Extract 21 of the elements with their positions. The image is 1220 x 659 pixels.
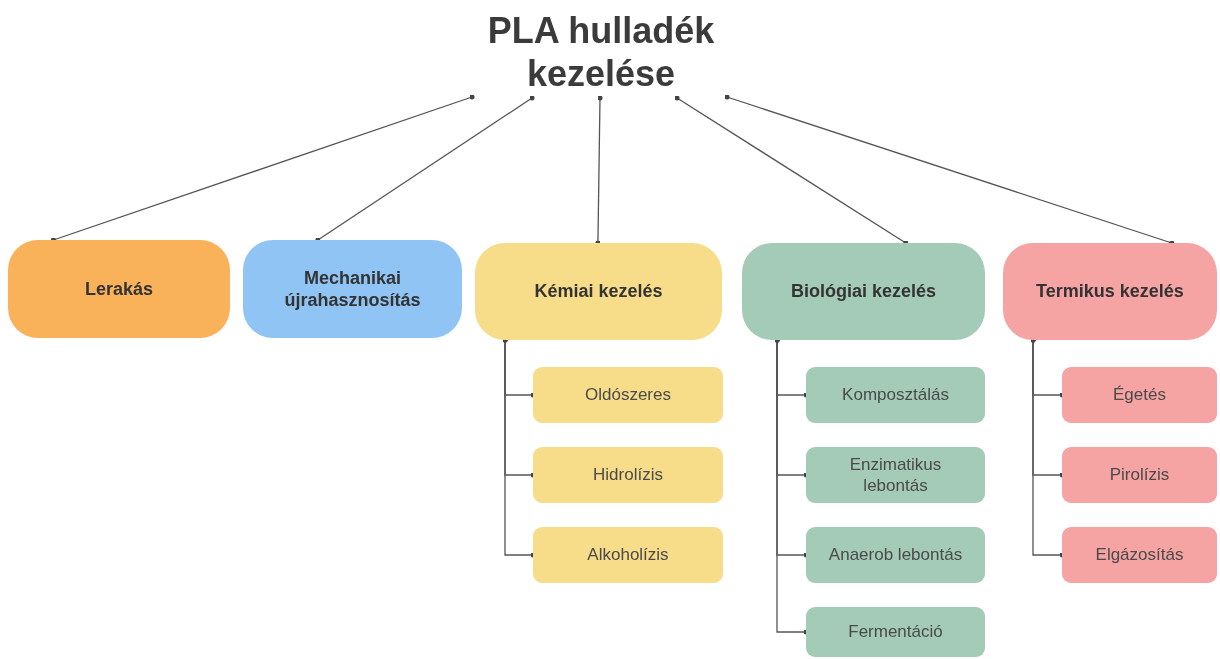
method-box: Pirolízis	[1062, 447, 1217, 503]
method-box: Hidrolízis	[533, 447, 723, 503]
method-box: Anaerob lebontás	[806, 527, 985, 583]
connector-line	[315, 95, 535, 243]
category-box: Mechanikai újrahasznosítás	[243, 240, 462, 338]
method-box: Alkoholízis	[533, 527, 723, 583]
category-box: Biológiai kezelés	[742, 243, 985, 340]
method-box: Elgázosítás	[1062, 527, 1217, 583]
category-box: Termikus kezelés	[1003, 243, 1217, 340]
connector-line	[674, 95, 909, 246]
connector-line	[50, 94, 475, 243]
category-box: Lerakás	[8, 240, 230, 338]
method-box: Égetés	[1062, 367, 1217, 423]
method-box: Oldószeres	[533, 367, 723, 423]
method-box: Enzimatikus lebontás	[806, 447, 985, 503]
category-box: Kémiai kezelés	[475, 243, 722, 340]
connector-line	[724, 94, 1175, 246]
connector-line	[595, 95, 603, 246]
method-box: Komposztálás	[806, 367, 985, 423]
diagram-title: PLA hulladék kezelése	[470, 6, 732, 98]
method-box: Fermentáció	[806, 607, 985, 657]
